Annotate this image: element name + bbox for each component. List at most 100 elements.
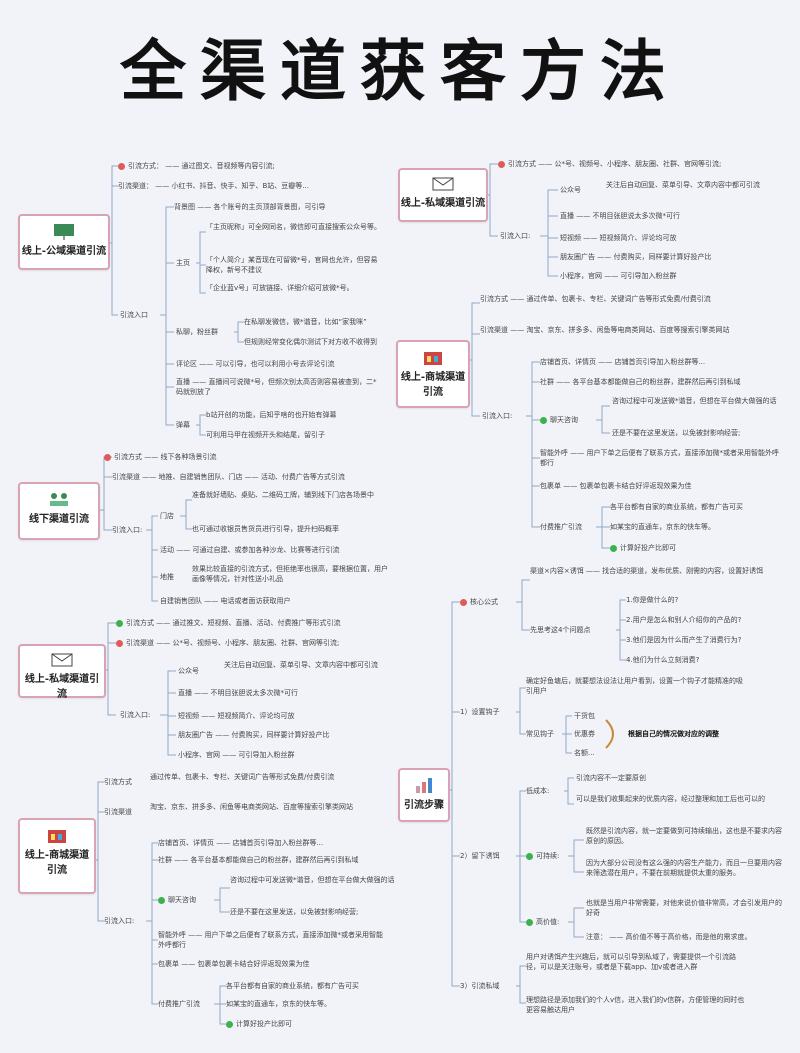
node-label: 线上-商城渠道引流 <box>400 372 466 398</box>
presentation-icon <box>54 224 74 240</box>
offline-push1: 效果比较直接的引流方式，但拒绝率也很高，要根据位置，用户画像等情况，针对性送小礼… <box>192 565 388 583</box>
steps-core2: 先思考这4个问题点 <box>530 626 591 634</box>
private-left-mini: 小程序、官网 —— 可引导加入粉丝群 <box>178 751 295 759</box>
meeting-icon <box>50 493 68 506</box>
offline-channel: 引流渠道 —— 地推、自建销售团队、门店 —— 活动、付费广告等方式引流 <box>112 473 345 481</box>
public-pm: 私聊，粉丝群 <box>176 328 218 336</box>
text: 引流方式： —— 通过图文、音视频等内容引流; <box>128 162 275 170</box>
check-icon <box>226 1020 233 1028</box>
check-icon <box>610 544 617 552</box>
mail-icon <box>51 653 73 667</box>
private-left-method: 引流方式 —— 通过推文、短视频、直播、活动、付费推广等形式引流 <box>116 618 340 628</box>
mall-top-entry: 引流入口: <box>482 412 513 420</box>
public-home: 主页 <box>176 259 190 267</box>
private-top-mini: 小程序，官网 —— 可引导加入粉丝群 <box>560 272 677 280</box>
steps-h3: 名额... <box>574 749 595 757</box>
offline-activity: 活动 —— 可通过自建、或参加各种沙龙、比赛等进行引流 <box>160 546 340 554</box>
text: 引流渠道 —— 公*号、视频号、小程序、朋友圈、社群、官网等引流; <box>126 639 340 647</box>
private-left-channel: 引流渠道 —— 公*号、视频号、小程序、朋友圈、社群、官网等引流; <box>116 638 339 648</box>
steps-bait: 2）留下诱饵 <box>460 852 500 860</box>
node-private-online-left: 线上-私域渠道引流 <box>18 644 106 700</box>
public-pm2: 但规则经常变化偶尔测试下对方收不收得到 <box>244 338 377 346</box>
mall-left-paid: 付费推广引流 <box>158 1000 200 1008</box>
text: 可持续: <box>536 852 560 860</box>
mall-left-channel1: 淘宝、京东、拼多多、闲鱼等电商类网站、百度等搜索引擎类网站 <box>150 803 353 811</box>
steps-q3: 3.他们是因为什么而产生了消费行为? <box>626 636 742 644</box>
shop-icon <box>48 830 66 843</box>
offline-push: 地推 <box>160 573 174 581</box>
mall-top-channel: 引流渠道 —— 淘宝、京东、拼多多、闲鱼等电商类网站、百度等搜索引擎类网站 <box>480 326 730 334</box>
text: 核心公式 <box>470 598 498 606</box>
text: 引流方式 —— 公*号、视频号、小程序、朋友圈、社群、官网等引流; <box>508 160 722 168</box>
offline-team: 自建销售团队 —— 电话或者面访获取用户 <box>160 597 291 605</box>
mall-left-chat2: 还是不要在这里发送，以免被封影响经营; <box>230 908 359 916</box>
private-top-gzh: 公众号 <box>560 186 581 194</box>
steps-h1: 干货包 <box>574 712 595 720</box>
steps-hook2: 常见钩子 <box>526 730 554 738</box>
node-public-online: 线上-公域渠道引流 <box>18 214 110 270</box>
public-home3: 「企业蓝v号」可放链接、详细介绍可放微*号。 <box>206 284 354 292</box>
steps-hook1: 确定好鱼塘后，就要想法设法让用户看到，设置一个钩子才能精准的吸引用户 <box>526 677 743 695</box>
check-icon <box>158 896 165 904</box>
mall-left-entry: 引流入口: <box>104 917 135 925</box>
steps-private: 3）引流私域 <box>460 982 500 990</box>
steps-q1: 1.你是做什么的? <box>626 596 679 604</box>
steps-low: 低成本: <box>526 787 550 795</box>
mall-top-paid3: 计算好投产比即可 <box>610 543 676 553</box>
mall-top-chat: 聊天咨询 <box>540 415 578 425</box>
node-mall-online-left: 线上-商城渠道引流 <box>18 818 96 894</box>
node-private-online-top: 线上-私域渠道引流 <box>398 168 488 222</box>
private-left-moments: 朋友圈广告 —— 付费购买，同样要计算好投产比 <box>178 731 330 739</box>
mall-left-channel: 引流渠道 <box>104 808 132 816</box>
private-left-short: 短视频 —— 短视频简介、评论均可放 <box>178 712 295 720</box>
check-icon <box>526 852 533 860</box>
node-label: 引流步骤 <box>404 800 444 811</box>
node-label: 线下渠道引流 <box>29 514 89 525</box>
mall-left-package: 包裹单 —— 包裹单包裹卡结合好评返现效果为佳 <box>158 960 310 968</box>
mail-icon <box>432 177 454 191</box>
text: 高价值: <box>536 918 560 926</box>
steps-hook: 1）设置钩子 <box>460 708 500 716</box>
alert-icon <box>118 162 125 170</box>
mall-left-smart: 智能外呼 —— 用户下单之后便有了联系方式，直接添加微*或者采用智能外呼都行 <box>158 931 383 949</box>
node-label: 线上-私域渠道引流 <box>400 198 486 209</box>
mall-left-community: 社群 —— 各平台基本都能做自己的粉丝群，建群然后再引到私域 <box>158 856 359 864</box>
public-method: 引流方式： —— 通过图文、音视频等内容引流; <box>118 161 275 171</box>
mall-top-paid1: 各平台都有自家的商业系统，都有广告可买 <box>610 503 743 511</box>
steps-private2: 理想路径是添加我们的个人v信，进入我们的v信群，方便管理的同时也更容易触达用户 <box>526 996 745 1014</box>
public-danmu: 弹幕 <box>176 421 190 429</box>
mall-top-chat1: 咨询过程中可发送微*谐音，但想在平台做大做强的话 <box>612 397 777 405</box>
offline-store1: 准备就好墙贴、桌贴、二维码工牌，辅到线下门店各场景中 <box>192 491 374 499</box>
text: 聊天咨询 <box>168 896 196 904</box>
private-top-short: 短视频 —— 短视频简介、评论均可放 <box>560 234 677 242</box>
node-offline: 线下渠道引流 <box>18 482 100 540</box>
mall-top-community: 社群 —— 各平台基本都能做自己的粉丝群，建群然后再引到私域 <box>540 378 741 386</box>
private-top-method: 引流方式 —— 公*号、视频号、小程序、朋友圈、社群、官网等引流; <box>498 159 721 169</box>
private-left-entry: 引流入口: <box>120 711 151 719</box>
mall-left-chat: 聊天咨询 <box>158 895 196 905</box>
mall-top-paid: 付费推广引流 <box>540 523 582 531</box>
public-entry: 引流入口 <box>120 311 148 319</box>
node-label: 线上-商城渠道引流 <box>24 850 90 876</box>
node-label: 线上-私域渠道引流 <box>24 674 100 700</box>
steps-value2: 注意： —— 高价值不等于高价格，而是他的需求度。 <box>586 933 752 941</box>
steps-low2: 可以是我们收集起来的优质内容，经过整理和加工后也可以的 <box>576 795 765 803</box>
alert-icon <box>116 639 123 647</box>
public-pm1: 在私聊发微信，微*谐音，比如“家我咪” <box>244 318 367 326</box>
mall-left-paid2: 如某宝的直通车，京东的快车等。 <box>226 1000 331 1008</box>
mall-left-store: 店铺首页、详情页 —— 店铺首页引导加入粉丝群等... <box>158 839 324 847</box>
node-label: 线上-公域渠道引流 <box>21 246 107 257</box>
offline-store2: 也可通过收银员售货员进行引导，提升扫码概率 <box>192 525 339 533</box>
steps-value1: 也就是当用户非常需要，对他来说价值非常高，才会引发用户的好奇 <box>586 899 782 917</box>
check-icon <box>116 619 123 627</box>
mall-top-method: 引流方式 —— 通过传单、包裹卡、专栏、关键词广告等形式免费/付费引流 <box>480 295 711 303</box>
steps-sustain: 可持续: <box>526 851 559 861</box>
check-icon <box>526 918 533 926</box>
mall-top-chat2: 还是不要在这里发送，以免被封影响经营; <box>612 429 741 437</box>
steps-core: 核心公式 <box>460 597 498 607</box>
check-icon <box>540 416 547 424</box>
mall-top-package: 包裹单 —— 包裹单包裹卡结合好评返现效果为佳 <box>540 482 692 490</box>
steps-q2: 2.用户是怎么和别人介绍你的产品的? <box>626 616 742 624</box>
shop-icon <box>424 352 442 365</box>
mall-top-smart: 智能外呼 —— 用户下单之后便有了联系方式，直接添加微*或者采用智能外呼都行 <box>540 449 779 467</box>
